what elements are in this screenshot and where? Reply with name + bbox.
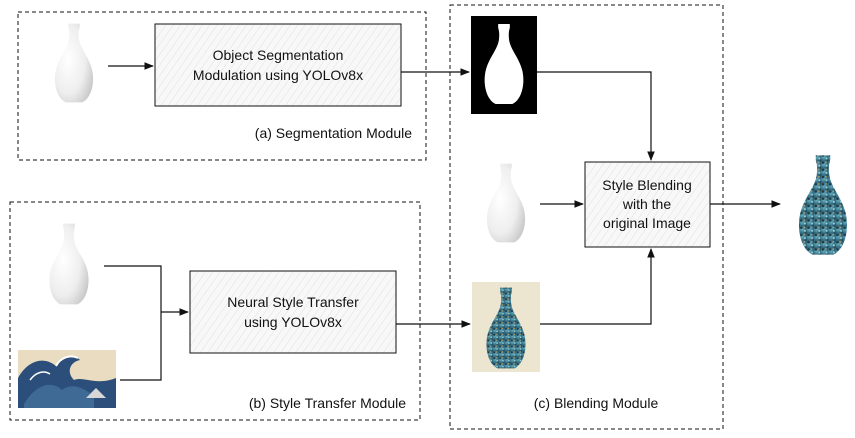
blending-module-frame	[449, 4, 724, 430]
segmentation-box: Object Segmentation Modulation using YOL…	[154, 23, 402, 107]
style-transfer-box-line1: Neural Style Transfer	[227, 294, 359, 310]
blending-box-line3: original Image	[603, 215, 691, 231]
blending-box: Style Blending with the original Image	[584, 161, 711, 248]
style-transfer-module-frame	[9, 201, 421, 421]
segmentation-mask-image	[471, 16, 537, 114]
style-transfer-box: Neural Style Transfer using YOLOv8x	[189, 270, 397, 354]
segmentation-module-label: (a) Segmentation Module	[255, 125, 412, 141]
white-vase-image-3	[49, 223, 89, 305]
white-vase-image	[54, 23, 94, 103]
stylized-vase-image	[472, 282, 540, 372]
blending-box-line2: with the	[622, 196, 671, 212]
blending-box-line1: Style Blending	[602, 177, 692, 193]
blending-module-label: (c) Blending Module	[534, 395, 659, 411]
output-vase-image	[798, 155, 848, 255]
arrow-mask-to-blending	[537, 71, 655, 161]
connector-vase-to-style-transfer	[104, 265, 162, 381]
segmentation-box-line2: Modulation using YOLOv8x	[193, 67, 363, 83]
style-transfer-box-line2: using YOLOv8x	[244, 314, 342, 330]
style-transfer-module-label: (b) Style Transfer Module	[249, 395, 406, 411]
segmentation-module-frame	[17, 11, 427, 161]
white-vase-image-2	[486, 163, 526, 243]
segmentation-box-line1: Object Segmentation	[213, 47, 344, 63]
great-wave-painting-image	[18, 350, 116, 408]
arrow-stylized-to-blending	[540, 248, 655, 325]
